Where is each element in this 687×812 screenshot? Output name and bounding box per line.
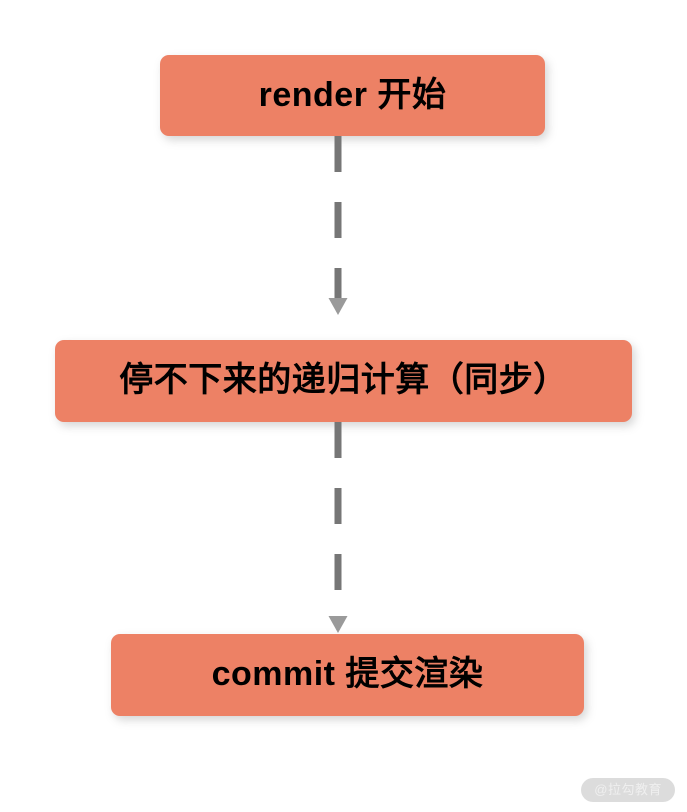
dashed-arrow-icon <box>328 136 348 315</box>
dashed-arrow-icon <box>328 422 348 633</box>
watermark: @拉勾教育 <box>581 778 675 802</box>
flow-node-recursive-calculation: 停不下来的递归计算（同步） <box>55 340 632 422</box>
flow-node-commit: commit 提交渲染 <box>111 634 584 716</box>
flow-node-recursive-calculation-label: 停不下来的递归计算（同步） <box>119 361 568 399</box>
flow-connector-recursive-to-commit <box>328 422 348 635</box>
flow-node-render-label: render 开始 <box>258 75 447 114</box>
flow-connector-render-to-recursive <box>328 136 348 316</box>
flow-node-commit-label: commit 提交渲染 <box>211 655 484 693</box>
flow-node-render: render 开始 <box>160 55 545 136</box>
